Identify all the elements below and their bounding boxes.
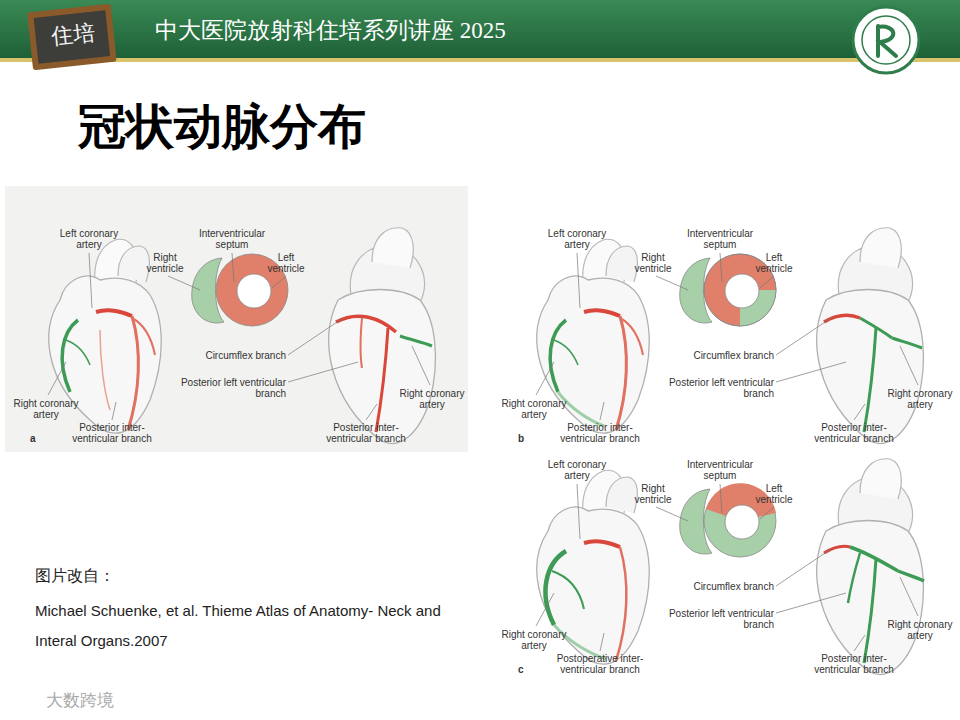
header-text: 中大医院放射科住培系列讲座 2025 — [155, 17, 506, 45]
structure-label: Right ventricle — [626, 483, 680, 505]
hospital-logo — [853, 7, 919, 73]
structure-label: Interventricular septum — [194, 228, 270, 250]
heart-illustration — [536, 459, 924, 675]
badge-text: 住培 — [45, 19, 101, 51]
structure-label: Left ventricle — [752, 483, 796, 505]
structure-label: Posterior left ventricular branch — [664, 608, 774, 630]
structure-label: Right coronary artery — [886, 388, 954, 410]
structure-label: Left coronary artery — [58, 228, 120, 250]
structure-label: Left ventricle — [752, 252, 796, 274]
panel-letter: a — [30, 433, 44, 444]
structure-label: Circumflex branch — [176, 350, 286, 361]
structure-label: Interventricular septum — [682, 228, 758, 250]
structure-label: Right coronary artery — [494, 629, 574, 651]
header-bar — [0, 0, 960, 62]
panel-letter: c — [518, 664, 532, 675]
structure-label: Right coronary artery — [494, 398, 574, 420]
heart-illustration — [536, 228, 923, 444]
structure-label: Left coronary artery — [546, 459, 608, 481]
structure-label: Posterior inter- ventricular branch — [550, 422, 650, 444]
header-stripe — [0, 58, 960, 62]
structure-label: Posterior inter- ventricular branch — [62, 422, 162, 444]
structure-label: Right coronary artery — [398, 388, 466, 410]
structure-label: Postoperative inter- ventricular branch — [550, 653, 650, 675]
structure-label: Left coronary artery — [546, 228, 608, 250]
structure-label: Posterior inter- ventricular branch — [806, 422, 902, 444]
structure-label: Right ventricle — [626, 252, 680, 274]
structure-label: Right coronary artery — [6, 398, 86, 420]
structure-label: Right ventricle — [138, 252, 192, 274]
structure-label: Posterior left ventricular branch — [664, 377, 774, 399]
panel-ground — [5, 186, 468, 452]
citation-text: Michael Schuenke, et al. Thieme Atlas of… — [35, 596, 455, 656]
structure-label: Posterior inter- ventricular branch — [806, 653, 902, 675]
source-note: 图片改自： — [35, 566, 115, 587]
slide-title: 冠状动脉分布 — [78, 98, 366, 156]
structure-label: Posterior left ventricular branch — [176, 377, 286, 399]
structure-label: Left ventricle — [264, 252, 308, 274]
panel-ground — [493, 455, 957, 681]
structure-label: Interventricular septum — [682, 459, 758, 481]
watermark: 大数跨境 — [46, 689, 114, 712]
panel-letter: b — [518, 433, 532, 444]
heart-illustration — [48, 228, 435, 444]
structure-label: Posterior inter- ventricular branch — [318, 422, 414, 444]
panel-ground — [493, 186, 957, 452]
structure-label: Circumflex branch — [664, 350, 774, 361]
structure-label: Right coronary artery — [886, 619, 954, 641]
badge-board — [27, 4, 117, 70]
structure-label: Circumflex branch — [664, 581, 774, 592]
